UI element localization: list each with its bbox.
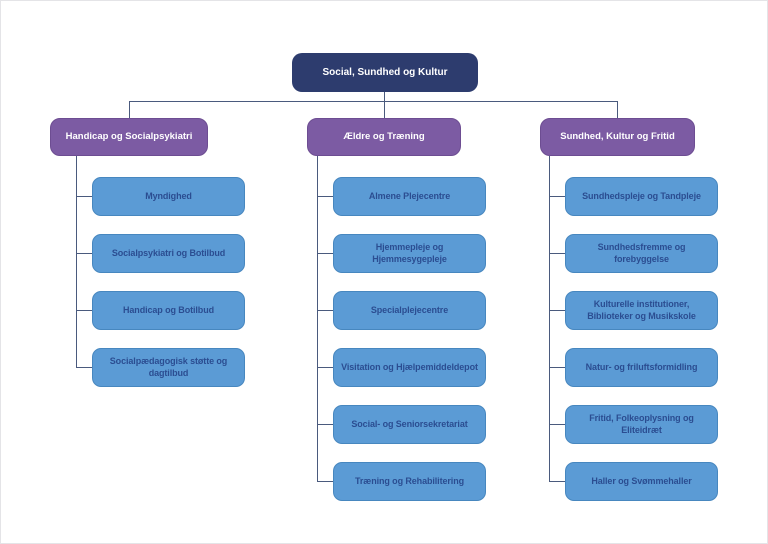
connector-trunk-col-1 — [317, 156, 318, 481]
org-node-unit: Træning og Rehabilitering — [333, 462, 486, 501]
org-node-unit: Myndighed — [92, 177, 245, 216]
org-node-dept-sundhed-kultur-og-fritid: Sundhed, Kultur og Fritid — [540, 118, 695, 156]
connector-stub — [317, 253, 333, 254]
org-node-unit: Socialpædagogisk støtte og dagtilbud — [92, 348, 245, 387]
org-node-root: Social, Sundhed og Kultur — [292, 53, 478, 92]
connector-stub — [317, 367, 333, 368]
connector-stub — [549, 196, 565, 197]
connector-stub — [549, 367, 565, 368]
connector-drop-dept-2 — [617, 101, 618, 118]
org-node-unit: Socialpsykiatri og Botilbud — [92, 234, 245, 273]
org-node-unit: Kulturelle institutioner, Biblioteker og… — [565, 291, 718, 330]
connector-stub — [549, 310, 565, 311]
connector-stub — [549, 481, 565, 482]
connector-stub — [549, 424, 565, 425]
org-node-unit: Sundhedspleje og Tandpleje — [565, 177, 718, 216]
org-node-unit: Visitation og Hjælpemiddeldepot — [333, 348, 486, 387]
connector-drop-dept-1 — [384, 101, 385, 118]
org-node-unit: Almene Plejecentre — [333, 177, 486, 216]
connector-trunk-col-0 — [76, 156, 77, 367]
org-node-dept-aeldre-og-traening: Ældre og Træning — [307, 118, 461, 156]
org-node-unit: Hjemmepleje og Hjemmesygepleje — [333, 234, 486, 273]
connector-drop-dept-0 — [129, 101, 130, 118]
connector-stub — [76, 310, 92, 311]
org-node-unit: Haller og Svømmehaller — [565, 462, 718, 501]
connector-stub — [317, 310, 333, 311]
connector-stub — [317, 196, 333, 197]
connector-stub — [317, 424, 333, 425]
connector-stub — [76, 253, 92, 254]
org-node-dept-handicap-og-socialpsykiatri: Handicap og Socialpsykiatri — [50, 118, 208, 156]
connector-stub — [76, 367, 92, 368]
org-node-unit: Fritid, Folkeoplysning og Eliteidræt — [565, 405, 718, 444]
org-node-unit: Handicap og Botilbud — [92, 291, 245, 330]
org-node-unit: Natur- og friluftsformidling — [565, 348, 718, 387]
org-node-unit: Social- og Seniorsekretariat — [333, 405, 486, 444]
connector-stub — [549, 253, 565, 254]
connector-stub — [317, 481, 333, 482]
connector-trunk-col-2 — [549, 156, 550, 481]
org-node-unit: Sundhedsfremme og forebyggelse — [565, 234, 718, 273]
connector-root-drop — [384, 92, 385, 101]
org-node-unit: Specialplejecentre — [333, 291, 486, 330]
connector-stub — [76, 196, 92, 197]
connector-top-span — [129, 101, 618, 102]
